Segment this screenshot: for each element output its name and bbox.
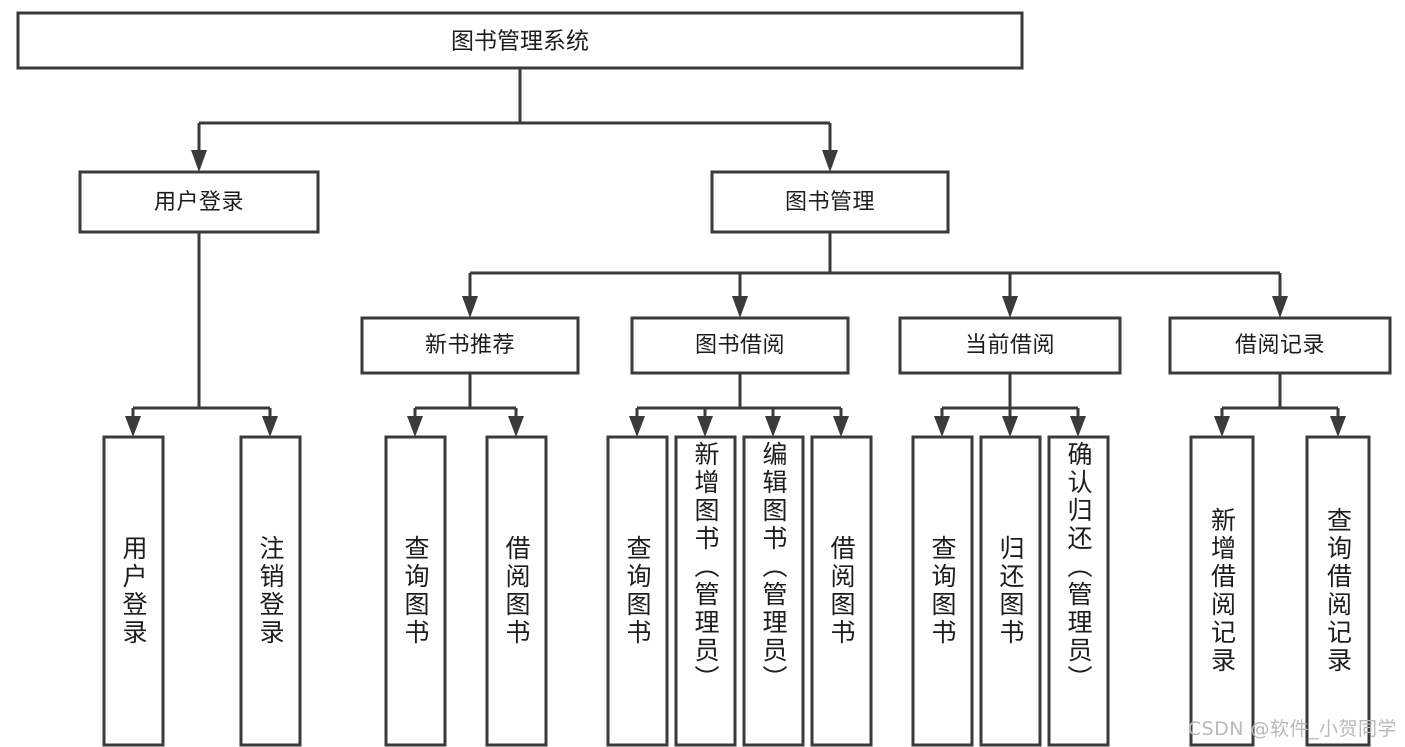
arrow-book-mgmt-child-2 (732, 296, 748, 318)
arrow-user-login-child-2 (262, 416, 278, 437)
node-new-book-recommend[interactable]: 新书推荐 (360, 316, 580, 375)
arrow-book-borrow-child-3 (765, 416, 781, 437)
node-book-mgmt-box[interactable] (710, 170, 950, 234)
connector-group-new-book (407, 373, 524, 437)
leaf-boxes-borrow-record (1189, 435, 1371, 747)
node-book-borrow-label: 图书借阅 (695, 333, 785, 358)
leaf-box-current-borrow-1[interactable] (911, 435, 974, 747)
leaf-box-user-login-1[interactable] (102, 435, 165, 747)
arrow-current-borrow-child-1 (934, 416, 950, 437)
node-current-borrow-label: 当前借阅 (965, 333, 1055, 358)
arrow-root-to-book-mgmt (822, 150, 838, 172)
node-root[interactable]: 图书管理系统 (16, 11, 1024, 70)
arrow-book-borrow-child-2 (697, 416, 713, 437)
connector-group-user-login (125, 232, 278, 437)
leaf-box-new-book-1[interactable] (384, 435, 447, 747)
connector-group-borrow-record (1214, 373, 1346, 437)
node-new-book-recommend-box[interactable] (360, 316, 580, 375)
leaf-box-borrow-record-1[interactable] (1189, 435, 1255, 747)
leaf-boxes-user-login (102, 435, 302, 747)
leaf-box-borrow-record-2[interactable] (1305, 435, 1371, 747)
arrow-new-book-child-1 (407, 416, 423, 437)
node-user-login-label: 用户登录 (154, 190, 244, 215)
arrow-current-borrow-child-3 (1070, 416, 1086, 437)
arrow-root-to-user-login (191, 150, 207, 172)
node-current-borrow[interactable]: 当前借阅 (898, 316, 1122, 375)
node-book-mgmt-label: 图书管理 (785, 190, 875, 215)
node-new-book-recommend-label: 新书推荐 (425, 333, 515, 358)
connector-group-book-mgmt (462, 232, 1288, 318)
leaf-boxes-current-borrow (911, 435, 1110, 747)
arrow-book-mgmt-child-4 (1272, 296, 1288, 318)
arrow-borrow-record-child-1 (1214, 416, 1230, 437)
leaf-box-new-book-2[interactable] (485, 435, 548, 747)
node-book-mgmt[interactable]: 图书管理 (710, 170, 950, 234)
node-root-box[interactable] (16, 11, 1024, 70)
leaf-box-book-borrow-2[interactable] (674, 435, 737, 747)
arrow-book-borrow-child-4 (833, 416, 849, 437)
connector-group-book-borrow (629, 373, 849, 437)
node-user-login-box[interactable] (78, 170, 320, 234)
arrow-book-borrow-child-1 (629, 416, 645, 437)
arrow-current-borrow-child-2 (1002, 416, 1018, 437)
watermark-text: CSDN @软件_小贺同学 (1187, 718, 1397, 740)
arrow-borrow-record-child-2 (1330, 416, 1346, 437)
leaf-box-book-borrow-1[interactable] (606, 435, 669, 747)
leaf-box-current-borrow-2[interactable] (979, 435, 1042, 747)
leaf-boxes-book-borrow (606, 435, 873, 747)
node-root-label: 图书管理系统 (451, 29, 589, 55)
node-user-login[interactable]: 用户登录 (78, 170, 320, 234)
connector-group-root (191, 68, 838, 172)
node-current-borrow-box[interactable] (898, 316, 1122, 375)
leaf-boxes-new-book-recommend (384, 435, 548, 747)
leaf-box-current-borrow-3[interactable] (1047, 435, 1110, 747)
connector-group-current-borrow (934, 373, 1086, 437)
leaf-box-book-borrow-4[interactable] (810, 435, 873, 747)
leaf-box-book-borrow-3[interactable] (742, 435, 805, 747)
leaf-box-user-login-2[interactable] (239, 435, 302, 747)
arrow-user-login-child-1 (125, 416, 141, 437)
node-book-borrow[interactable]: 图书借阅 (630, 316, 850, 375)
node-borrow-record-box[interactable] (1168, 316, 1392, 375)
node-borrow-record[interactable]: 借阅记录 (1168, 316, 1392, 375)
arrow-book-mgmt-child-3 (1002, 296, 1018, 318)
arrow-book-mgmt-child-1 (462, 296, 478, 318)
arrow-new-book-child-2 (508, 416, 524, 437)
node-borrow-record-label: 借阅记录 (1235, 333, 1325, 358)
node-book-borrow-box[interactable] (630, 316, 850, 375)
